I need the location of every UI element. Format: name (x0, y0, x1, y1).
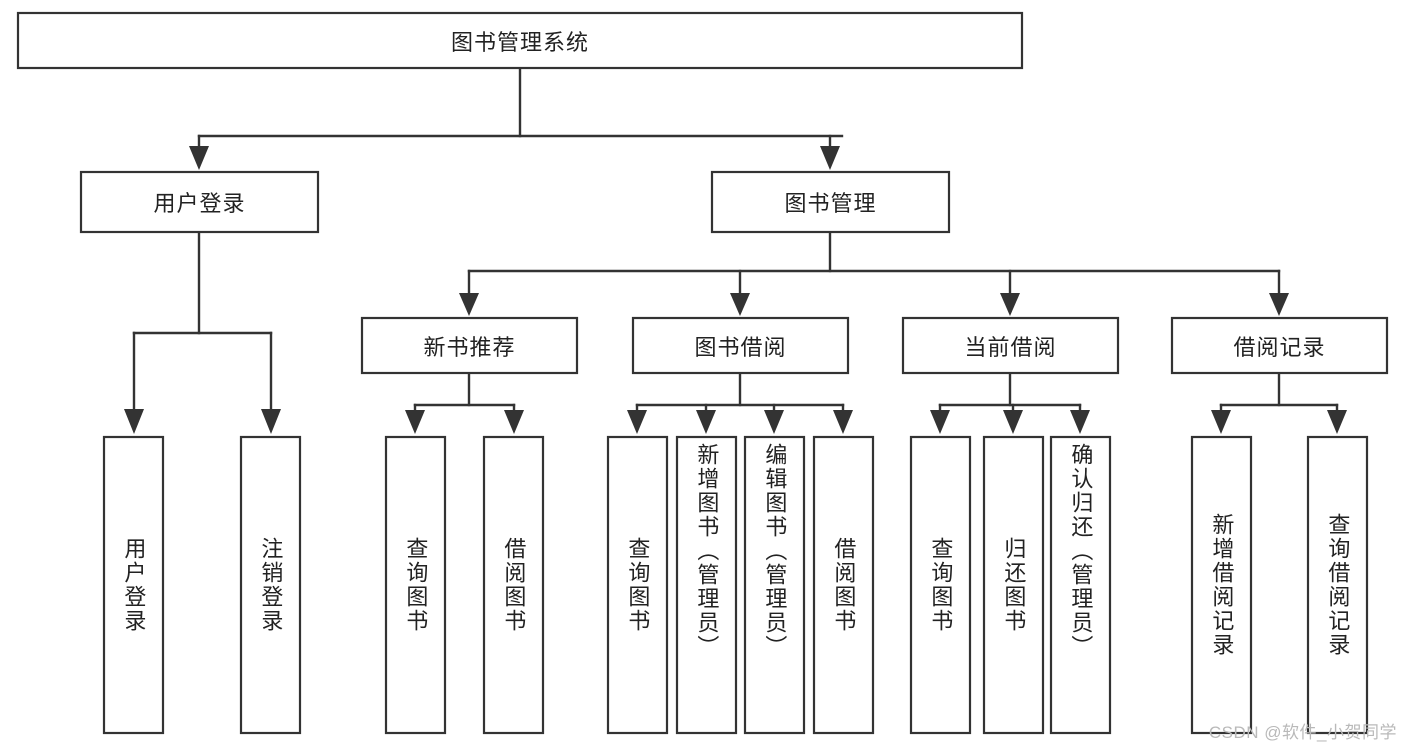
connector-userlogin-to-leaves (124, 230, 281, 434)
node-current-borrow-box[interactable] (901, 316, 1120, 375)
leaf-borrow-book-2-box[interactable] (812, 435, 875, 735)
connector-borrowrecord-to-leaves (1211, 371, 1347, 434)
leaf-borrow-book-1-box[interactable] (482, 435, 545, 735)
node-new-book-recommend-box[interactable] (360, 316, 579, 375)
leaf-query-book-3-box[interactable] (909, 435, 972, 735)
leaf-query-record-box[interactable] (1306, 435, 1369, 735)
leaf-query-book-1-box[interactable] (384, 435, 447, 735)
leaf-user-login-box[interactable] (102, 435, 165, 735)
node-book-borrow-box[interactable] (631, 316, 850, 375)
connector-root-to-level2 (189, 66, 844, 170)
connector-currentborrow-to-leaves (930, 371, 1090, 434)
node-root-box[interactable] (16, 11, 1024, 70)
csdn-watermark: CSDN @软件_小贺同学 (1208, 723, 1397, 742)
leaf-logout-login-box[interactable] (239, 435, 302, 735)
leaf-edit-book-box[interactable] (743, 435, 806, 735)
leaf-return-book-box[interactable] (982, 435, 1045, 735)
leaf-add-book-box[interactable] (675, 435, 738, 735)
leaf-add-record-box[interactable] (1190, 435, 1253, 735)
node-user-login-box[interactable] (79, 170, 320, 234)
leaf-confirm-return-box[interactable] (1049, 435, 1112, 735)
node-borrow-record-box[interactable] (1170, 316, 1389, 375)
connector-bookmanage-to-level3 (459, 230, 1289, 316)
node-book-manage-box[interactable] (710, 170, 951, 234)
connector-newbook-to-leaves (405, 371, 524, 434)
connector-bookborrow-to-leaves (627, 371, 853, 434)
leaf-query-book-2-box[interactable] (606, 435, 669, 735)
